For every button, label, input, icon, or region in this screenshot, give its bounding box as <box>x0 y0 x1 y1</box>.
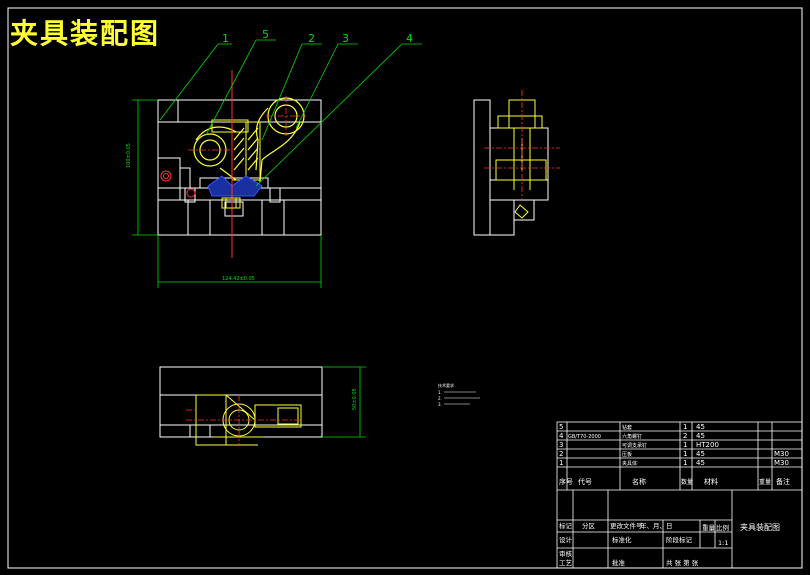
title-block-sheets: 共 张 第 张 <box>666 558 699 567</box>
header-note: 备注 <box>776 477 790 486</box>
title-block-approve: 批准 <box>612 558 626 567</box>
header-name: 名称 <box>632 477 646 486</box>
side-dim-text: 50±0.05 <box>352 388 358 410</box>
notes-line-1: 1. <box>438 390 442 395</box>
side-view <box>473 99 549 236</box>
drawing-border <box>7 7 803 569</box>
left-bolt-icon <box>160 170 172 182</box>
bom-cell-note: M30 <box>774 459 789 467</box>
header-no: 序号 <box>559 477 573 486</box>
bom-cell-no: 1 <box>559 459 563 467</box>
bom-cell-code: GB/T70-2000 <box>568 434 601 440</box>
bom-cell-qty: 1 <box>683 459 687 467</box>
workpiece-lever <box>193 97 305 183</box>
bom-cell-qty: 2 <box>683 432 687 440</box>
title-block: 夹具装配图 标记 分区 更改文件号 年、月、日 设计 标准化 阶段标记 重量 比… <box>559 521 780 567</box>
center-lines-top <box>186 395 302 445</box>
title-block-review: 审核 <box>559 549 573 558</box>
notes-heading: 技术要求 <box>438 382 454 388</box>
bom-cell-mat: 45 <box>696 432 705 440</box>
title-block-weight: 重量 <box>702 524 716 532</box>
bom-cell-qty: 1 <box>683 450 687 458</box>
dimensions-front <box>132 39 422 288</box>
clamp-wedge <box>207 175 263 197</box>
bom-cell-qty: 1 <box>683 441 687 449</box>
front-view <box>157 99 322 236</box>
title-block-scale-label: 比例 <box>716 523 729 532</box>
bom-cell-name: 可调支承钉 <box>622 442 647 449</box>
balloon-2: 2 <box>308 32 315 45</box>
bom-cell-no: 3 <box>559 441 563 449</box>
title-block-scale: 1:1 <box>718 539 728 547</box>
bom-cell-name: 压板 <box>622 451 632 458</box>
part-balloons: 1 5 2 3 4 <box>222 28 413 45</box>
bom-cell-mat: 45 <box>696 423 705 431</box>
center-lines-side <box>484 90 560 200</box>
bom-cell-note: M30 <box>774 450 789 458</box>
balloon-3: 3 <box>342 32 349 45</box>
notes-line-2: 2. <box>438 396 442 401</box>
title-block-change-doc: 更改文件号 <box>610 521 643 530</box>
bom-table <box>556 421 803 569</box>
bom-cell-name: 六角螺钉 <box>622 433 642 440</box>
header-material: 材料 <box>704 477 718 486</box>
title-block-drawing-name: 夹具装配图 <box>740 522 780 532</box>
dimensions-top <box>322 366 366 438</box>
bom-cell-no: 5 <box>559 423 563 431</box>
title-block-stage-mark: 阶段标记 <box>666 535 693 544</box>
bom-cell-mat: 45 <box>696 450 705 458</box>
bom-header: 序号 代号 名称 数量 材料 重量 备注 <box>559 477 790 486</box>
technical-notes: 技术要求 1. 2. 3. <box>438 382 480 407</box>
bom-cell-mat: 45 <box>696 459 705 467</box>
title-block-standard: 标准化 <box>612 535 632 544</box>
balloon-4: 4 <box>406 32 413 45</box>
bom-cell-no: 4 <box>559 432 564 440</box>
bottom-screw <box>221 197 241 209</box>
bom-cell-name: 钻套 <box>622 424 632 431</box>
balloon-1: 1 <box>222 32 229 45</box>
notes-line-3: 3. <box>438 402 442 407</box>
title-block-marks: 标记 <box>559 521 573 530</box>
height-dim-text: 100±0.05 <box>126 143 132 168</box>
bom-cell-no: 2 <box>559 450 563 458</box>
title-block-date: 年、月、日 <box>640 521 673 530</box>
balloon-5: 5 <box>262 28 269 41</box>
title-block-region: 分区 <box>582 521 596 530</box>
header-code: 代号 <box>578 477 592 486</box>
drawing-title: 夹具装配图 <box>10 17 161 50</box>
width-dim-text: 124.42±0.05 <box>222 276 255 282</box>
title-block-designer: 设计 <box>559 535 573 544</box>
bom-cell-mat: HT200 <box>696 441 719 449</box>
bom-cell-name: 夹具体 <box>622 460 637 467</box>
title-block-process: 工艺 <box>559 559 573 567</box>
bom-cell-qty: 1 <box>683 423 687 431</box>
header-qty: 数量 <box>681 478 693 486</box>
header-weight: 重量 <box>759 478 771 486</box>
